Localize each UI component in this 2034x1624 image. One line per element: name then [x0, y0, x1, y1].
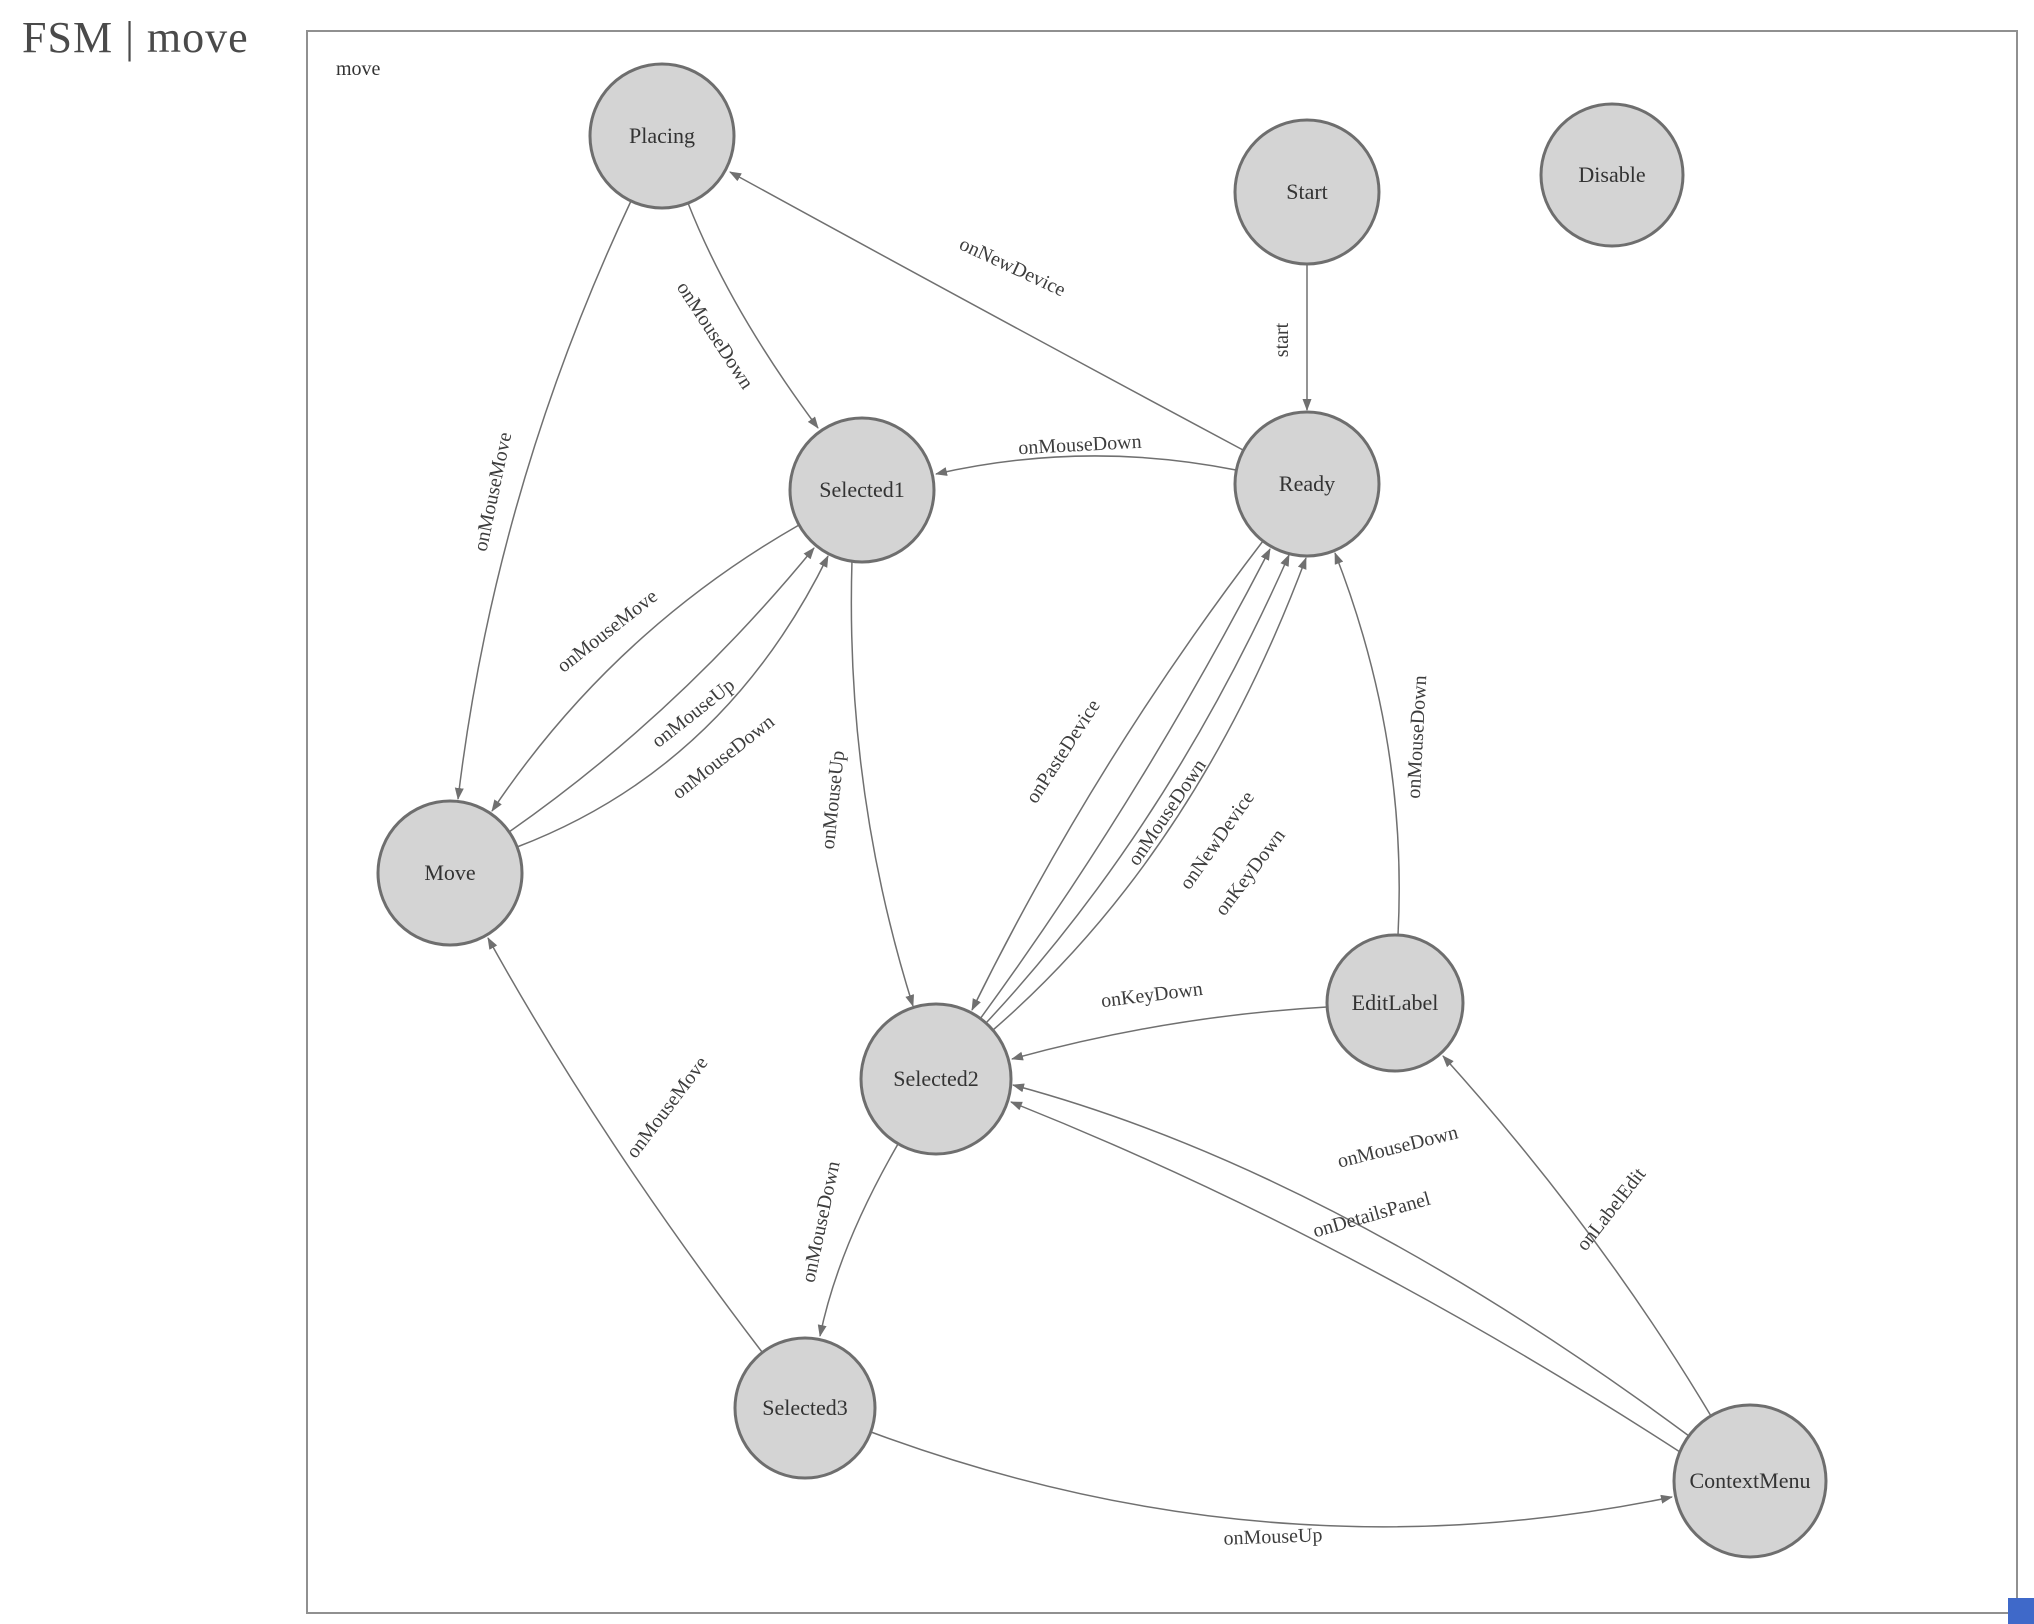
transition-edge-contextmenu-selected2-ondetailspanel — [1010, 1101, 1681, 1453]
page-title: FSM | move — [22, 13, 249, 62]
state-label-disable: Disable — [1578, 162, 1645, 187]
state-label-placing: Placing — [629, 123, 695, 148]
state-circle-selected2[interactable] — [859, 1002, 1013, 1156]
transition-label-selected1-move-onmousemove: onMouseMove — [553, 585, 662, 677]
state-circle-disable[interactable] — [1539, 102, 1685, 248]
transition-label-selected3-contextmenu-onmouseup: onMouseUp — [1223, 1524, 1323, 1549]
transition-edge-ready-placing-onnewdevice — [729, 171, 1244, 451]
transition-label-editlabel-selected2-onkeydown: onKeyDown — [1100, 978, 1204, 1012]
fsm-node-selected2[interactable]: Selected2 — [859, 1002, 1013, 1156]
transition-edge-placing-selected1-onmousedown — [687, 202, 819, 429]
state-label-selected2: Selected2 — [893, 1066, 979, 1091]
fsm-node-selected1[interactable]: Selected1 — [788, 416, 936, 564]
transition-label-ready-placing-onnewdevice: onNewDevice — [956, 233, 1069, 301]
fsm-node-start[interactable]: Start — [1233, 118, 1381, 266]
fsm-canvas[interactable] — [306, 30, 2018, 1614]
fsm-node-ready[interactable]: Ready — [1233, 410, 1381, 558]
state-label-start: Start — [1286, 179, 1328, 204]
fsm-node-disable[interactable]: Disable — [1539, 102, 1685, 248]
state-label-move: Move — [424, 860, 475, 885]
state-circle-selected3[interactable] — [733, 1336, 877, 1480]
transition-edge-editlabel-selected2-onkeydown — [1011, 1006, 1328, 1061]
transition-label-ready-selected1-onmousedown: onMouseDown — [1018, 431, 1142, 459]
canvas-mode-label: move — [336, 58, 381, 80]
transition-label-selected1-selected2-onmouseup: onMouseUp — [817, 750, 849, 851]
transition-label-contextmenu-selected2-onmousedown: onMouseDown — [1335, 1121, 1460, 1172]
fsm-node-move[interactable]: Move — [376, 799, 524, 947]
transition-label-selected2-selected3-onmousedown: onMouseDown — [797, 1159, 844, 1284]
state-label-ready: Ready — [1279, 471, 1335, 496]
transition-edge-selected2-ready-onmousedown — [979, 548, 1271, 1020]
transition-label-placing-selected1-onmousedown: onMouseDown — [672, 278, 758, 393]
state-circle-placing[interactable] — [588, 62, 736, 210]
transition-edge-selected2-selected3-onmousedown — [817, 1143, 899, 1337]
transition-edge-contextmenu-selected2-onmousedown — [1012, 1083, 1690, 1437]
fsm-node-selected3[interactable]: Selected3 — [733, 1336, 877, 1480]
transition-edge-selected1-move-onmousemove — [491, 524, 800, 812]
transition-edge-selected2-ready-onkeydown — [992, 557, 1307, 1031]
state-circle-ready[interactable] — [1233, 410, 1381, 558]
transition-edge-ready-selected1-onmousedown — [935, 455, 1237, 476]
transition-label-selected3-move-onmousemove: onMouseMove — [622, 1052, 713, 1162]
fsm-node-contextmenu[interactable]: ContextMenu — [1672, 1403, 1828, 1559]
transition-edge-move-selected1-onmouseup — [508, 547, 815, 833]
transition-edge-placing-move-onmousemove — [454, 200, 632, 800]
state-circle-start[interactable] — [1233, 118, 1381, 266]
transition-label-contextmenu-selected2-ondetailspanel: onDetailsPanel — [1310, 1188, 1433, 1243]
state-label-contextmenu: ContextMenu — [1690, 1468, 1811, 1493]
transition-edge-ready-selected2-onpastedevice — [971, 540, 1264, 1011]
state-label-editlabel: EditLabel — [1352, 990, 1439, 1015]
edges-layer: start onMouseDown onNewDevice onMouseDown on… — [454, 171, 1712, 1550]
fsm-node-placing[interactable]: Placing — [588, 62, 736, 210]
transition-edge-selected2-ready-onnewdevice — [985, 554, 1290, 1024]
transition-edge-selected3-contextmenu-onmouseup — [870, 1431, 1673, 1528]
transition-label-editlabel-ready-onmousedown: onMouseDown — [1403, 675, 1431, 799]
transition-edge-editlabel-ready-onmousedown — [1334, 552, 1400, 936]
transition-edge-selected3-move-onmousemove — [487, 937, 763, 1353]
state-circle-selected1[interactable] — [788, 416, 936, 564]
transition-edge-contextmenu-editlabel-onlabeledit — [1442, 1055, 1712, 1417]
state-circle-move[interactable] — [376, 799, 524, 947]
transition-edge-selected1-selected2-onmouseup — [850, 559, 914, 1007]
transition-label-contextmenu-editlabel-onlabeledit: onLabelEdit — [1572, 1163, 1650, 1255]
transition-edge-move-selected1-onmousedown — [516, 555, 829, 848]
state-circle-contextmenu[interactable] — [1672, 1403, 1828, 1559]
state-label-selected3: Selected3 — [762, 1395, 848, 1420]
state-circle-editlabel[interactable] — [1325, 933, 1465, 1073]
fsm-node-editlabel[interactable]: EditLabel — [1325, 933, 1465, 1073]
state-label-selected1: Selected1 — [819, 477, 905, 502]
resize-handle[interactable] — [2008, 1598, 2034, 1624]
transition-label-start-ready-start: start — [1271, 322, 1293, 357]
